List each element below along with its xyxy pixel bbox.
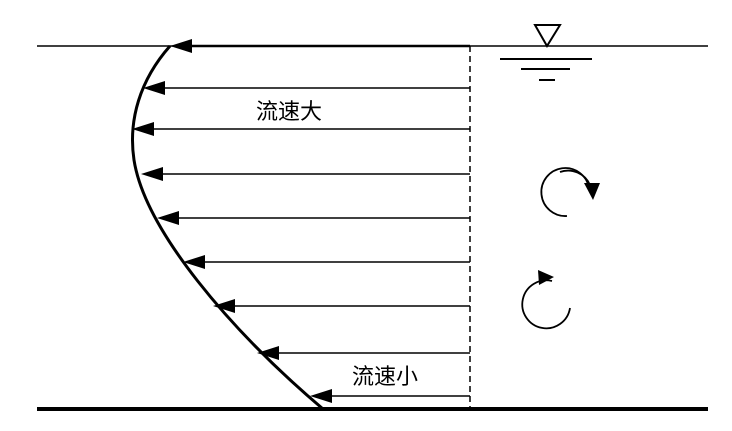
arrowhead <box>257 346 279 360</box>
arrowhead <box>157 211 179 225</box>
velocity-arrow <box>143 81 470 95</box>
velocity-profile-curve <box>131 45 324 411</box>
arrowhead <box>213 299 235 313</box>
arrowhead <box>310 389 332 403</box>
velocity-arrows <box>132 39 470 403</box>
velocity-arrow <box>310 389 470 403</box>
velocity-arrow <box>257 346 470 360</box>
arrowhead <box>183 255 205 269</box>
velocity-arrow <box>132 122 470 136</box>
low-velocity-label: 流速小 <box>352 365 419 390</box>
arrowhead <box>143 81 165 95</box>
eddy-counterclockwise-icon <box>521 270 571 330</box>
velocity-arrow <box>157 211 470 225</box>
velocity-arrow <box>170 39 470 53</box>
arrowhead <box>141 167 163 181</box>
eddy-clockwise-icon <box>540 167 600 217</box>
water-surface-symbol <box>500 24 592 81</box>
velocity-arrow <box>213 299 470 313</box>
velocity-arrow <box>183 255 470 269</box>
velocity-arrow <box>141 167 470 181</box>
arrowhead <box>170 39 192 53</box>
arrowhead <box>132 122 154 136</box>
high-velocity-label: 流速大 <box>256 100 323 125</box>
